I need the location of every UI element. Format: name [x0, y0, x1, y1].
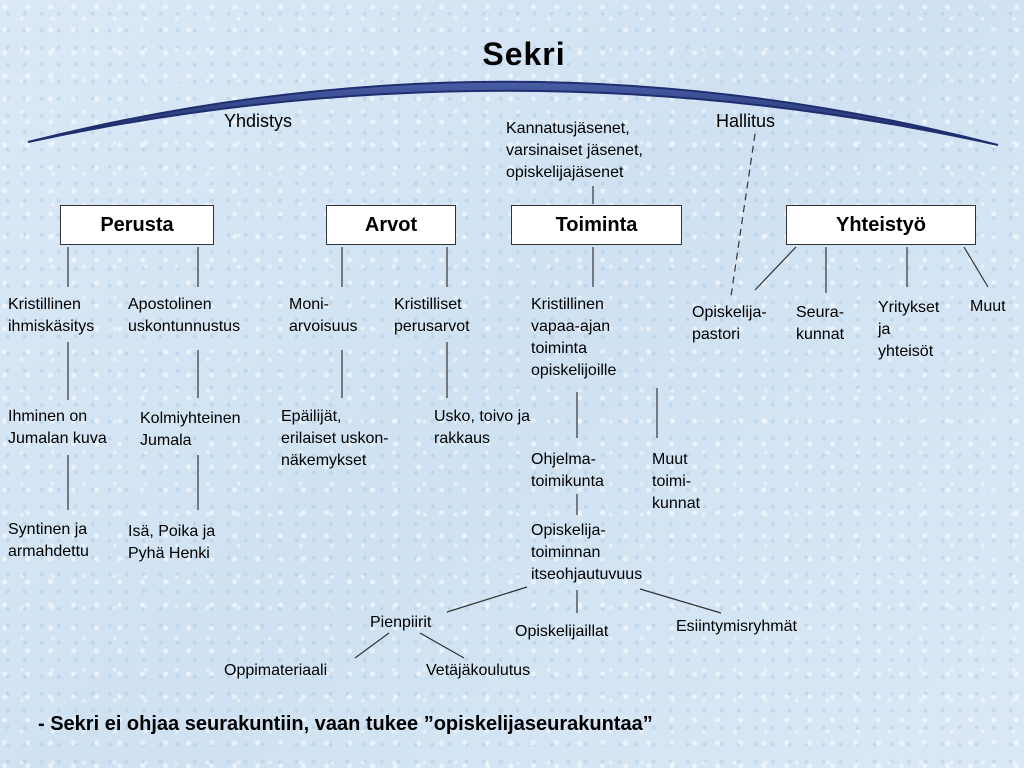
label-hallitus: Hallitus: [716, 111, 776, 131]
box-perusta: Perusta: [60, 205, 214, 245]
box-toiminta: Toiminta: [511, 205, 682, 245]
toiminta-muut-toimikunnat: Muut toimi- kunnat: [652, 451, 701, 512]
arvot-epailijat: Epäilijät, erilaiset uskon- näkemykset: [281, 408, 389, 469]
perusta-armahdettu: Syntinen ja armahdettu: [8, 521, 89, 560]
yhteistyo-muut: Muut: [970, 298, 1006, 315]
perusta-jumalan-kuva: Ihminen on Jumalan kuva: [8, 408, 107, 447]
page-title: Sekri: [482, 36, 566, 72]
perusta-isa-poika: Isä, Poika ja Pyhä Henki: [128, 523, 216, 562]
toiminta-vapaa-ajan: Kristillinen vapaa-ajan toiminta opiskel…: [531, 296, 617, 379]
toiminta-vetajakoulutus: Vetäjäkoulutus: [426, 662, 531, 679]
label-yhdistys: Yhdistys: [224, 111, 293, 131]
arvot-moniarvoisuus: Moni- arvoisuus: [289, 296, 358, 335]
arvot-perusarvot: Kristilliset perusarvot: [394, 296, 470, 335]
perusta-uskontunnustus: Apostolinen uskontunnustus: [128, 296, 241, 335]
toiminta-oppimateriaali: Oppimateriaali: [224, 662, 328, 679]
toiminta-esiintymisryhmat: Esiintymisryhmät: [676, 618, 797, 635]
yhteistyo-yritykset: Yritykset ja yhteisöt: [878, 299, 940, 360]
box-yhteistyo: Yhteistyö: [786, 205, 976, 245]
header-arc: [27, 80, 999, 146]
label-members: Kannatusjäsenet, varsinaiset jäsenet, op…: [506, 120, 643, 181]
toiminta-opiskelijaillat: Opiskelijaillat: [515, 623, 609, 640]
box-arvot: Arvot: [326, 205, 456, 245]
perusta-kolmiyhteinen: Kolmiyhteinen Jumala: [140, 410, 241, 449]
perusta-ihmiskasitys: Kristillinen ihmiskäsitys: [8, 296, 95, 335]
toiminta-ohjelmatoimikunta: Ohjelma- toimikunta: [531, 451, 604, 490]
footer-note: - Sekri ei ohjaa seurakuntiin, vaan tuke…: [38, 713, 653, 735]
yhteistyo-opiskelijapastori: Opiskelija- pastori: [692, 304, 767, 343]
arvot-usko-toivo: Usko, toivo ja rakkaus: [434, 408, 531, 447]
toiminta-itseohjautuvuus: Opiskelija- toiminnan itseohjautuvuus: [531, 522, 643, 583]
toiminta-pienpiirit: Pienpiirit: [370, 614, 432, 631]
yhteistyo-seurakunnat: Seura- kunnat: [796, 304, 845, 343]
